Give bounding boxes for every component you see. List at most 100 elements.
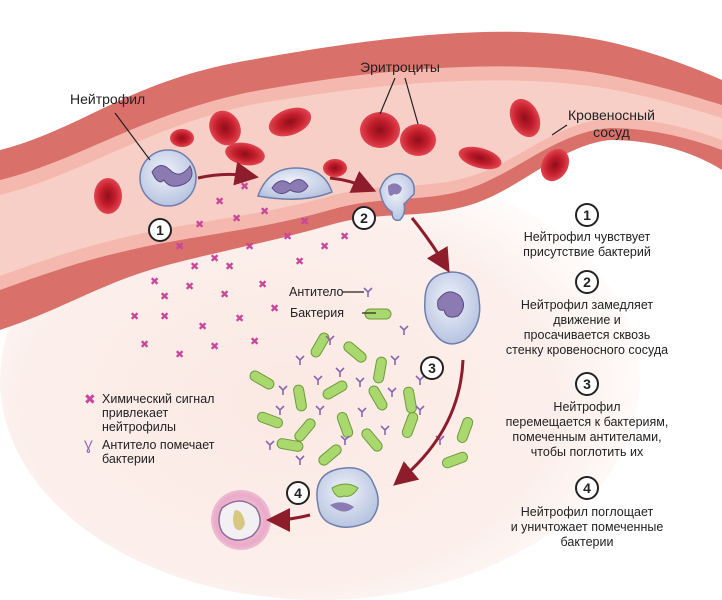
antibody-mark (295, 355, 305, 365)
label-antibody: Антитело (289, 285, 344, 299)
chemical-signal-mark: ✖ (210, 340, 219, 353)
label-erythrocytes: Эритроциты (360, 59, 440, 75)
red-blood-cell (400, 124, 436, 156)
red-blood-cell (323, 159, 347, 177)
chemical-signal-mark: ✖ (175, 240, 184, 253)
chemical-signal-mark: ✖ (232, 212, 241, 225)
chemical-signal-mark: ✖ (283, 230, 292, 243)
chemical-signal-mark: ✖ (245, 240, 254, 253)
bacterium (318, 444, 342, 466)
destroyed-bacteria-cell (211, 490, 271, 550)
bacterium (401, 411, 419, 439)
diagram-badge-4: 4 (286, 481, 310, 505)
chemical-signal-mark: ✖ (340, 230, 349, 243)
chemical-signal-mark: ✖ (225, 260, 234, 273)
chemical-signal-mark: ✖ (258, 278, 267, 291)
red-blood-cell (360, 112, 400, 148)
chemical-signal-mark: ✖ (270, 302, 279, 315)
label-blood-vessel: Кровеносный сосуд (568, 107, 655, 141)
antibodies (265, 287, 445, 465)
antibody-mark (265, 440, 275, 450)
antibody-icon: Ɣ (84, 437, 93, 453)
bacterium (373, 356, 387, 384)
bacterium (249, 370, 275, 390)
antibody-mark (390, 355, 400, 365)
step-3-badge: 3 (575, 372, 599, 396)
tissue-area (0, 160, 640, 600)
chemical-signal-mark: ✖ (295, 255, 304, 268)
chemical-signal-mark: ✖ (140, 338, 149, 351)
step-1-text: Нейтрофил чувствует присутствие бактерий (482, 230, 692, 260)
legend-chemical-line2: привлекает (102, 406, 169, 420)
red-blood-cell (225, 142, 265, 166)
red-blood-cells (94, 98, 570, 214)
neutrophil-4 (423, 271, 481, 345)
chemical-signal-mark: ✖ (260, 205, 269, 218)
bacterium (361, 428, 383, 452)
chemical-signal-mark: ✖ (210, 252, 219, 265)
step-2-line2: движение и (553, 313, 621, 327)
legend-chemical: ✖ Химический сигнал привлекает нейтрофил… (84, 392, 214, 434)
neutrophil-2 (256, 167, 333, 200)
neutrophil-1 (139, 149, 197, 207)
bacterium (294, 418, 316, 442)
chemical-signal-mark: ✖ (250, 335, 259, 348)
bacterium (310, 332, 330, 358)
step-3-line4: чтобы поглотить их (530, 445, 644, 459)
bacterium (456, 416, 474, 444)
bacterium (256, 411, 284, 429)
red-blood-cell (509, 98, 541, 138)
step-4-line1: Нейтрофил поглощает (520, 505, 654, 519)
antibody-mark (363, 287, 373, 297)
antibody-mark (415, 405, 425, 415)
antibody-mark (387, 387, 397, 397)
antibody-mark (357, 407, 367, 417)
step-1-line2: присутствие бактерий (523, 245, 651, 259)
bacterium (293, 384, 307, 412)
bacteria (249, 308, 474, 469)
label-neutrophil: Нейтрофил (70, 91, 146, 107)
red-blood-cell (209, 110, 241, 146)
antibody-mark (295, 455, 305, 465)
step-4-text: Нейтрофил поглощает и уничтожает помечен… (482, 505, 692, 550)
bacterium (364, 308, 392, 320)
neutrophil-5 (316, 467, 379, 528)
antibody-mark (315, 405, 325, 415)
step-1-badge: 1 (575, 203, 599, 227)
step-3-line2: перемещается к бактериям, (505, 415, 669, 429)
label-blood-vessel-line1: Кровеносный (568, 107, 655, 123)
step-2-text: Нейтрофил замедляет движение и просачива… (482, 298, 692, 358)
diagram-badge-1: 1 (148, 218, 172, 242)
bacterium (403, 386, 417, 414)
step-2-line4: стенку кровеносного сосуда (505, 343, 669, 357)
step-4-line2: и уничтожает помеченные (510, 520, 664, 534)
chemical-signals: ✖✖✖✖✖✖✖✖✖✖✖✖✖✖✖✖✖✖✖✖✖✖✖✖✖✖✖✖✖ (130, 180, 349, 361)
chemical-signal-mark: ✖ (215, 195, 224, 208)
antibody-mark (278, 385, 288, 395)
antibody-mark (313, 375, 323, 385)
diagram-badge-3: 3 (420, 356, 444, 380)
legend-chemical-line3: нейтрофилы (102, 420, 177, 434)
antibody-mark (380, 425, 390, 435)
chemical-signal-mark: ✖ (160, 310, 169, 323)
step-2-line3: просачивается сквозь (523, 328, 651, 342)
step-3-line3: помеченным антителами, (512, 430, 662, 444)
antibody-mark (415, 375, 425, 385)
diagram-badge-2: 2 (352, 206, 376, 230)
chemical-signal-mark: ✖ (190, 260, 199, 273)
antibody-mark (325, 335, 335, 345)
step-2-badge: 2 (575, 270, 599, 294)
legend-antibody-line1: Антитело помечает (102, 438, 215, 452)
bacterium (276, 438, 304, 452)
step-1-line1: Нейтрофил чувствует (523, 230, 651, 244)
red-blood-cell (458, 146, 502, 170)
chemical-signal-mark: ✖ (130, 310, 139, 323)
chemical-signal-mark: ✖ (235, 312, 244, 325)
bacterium (322, 380, 348, 400)
step-4-line3: бактерии (560, 535, 614, 549)
step-2-line1: Нейтрофил замедляет (520, 298, 654, 312)
legend-antibody: Ɣ Антитело помечает бактерии (84, 438, 215, 466)
chemical-signal-mark: ✖ (160, 290, 169, 303)
chemical-signal-icon: ✖ (84, 391, 96, 407)
